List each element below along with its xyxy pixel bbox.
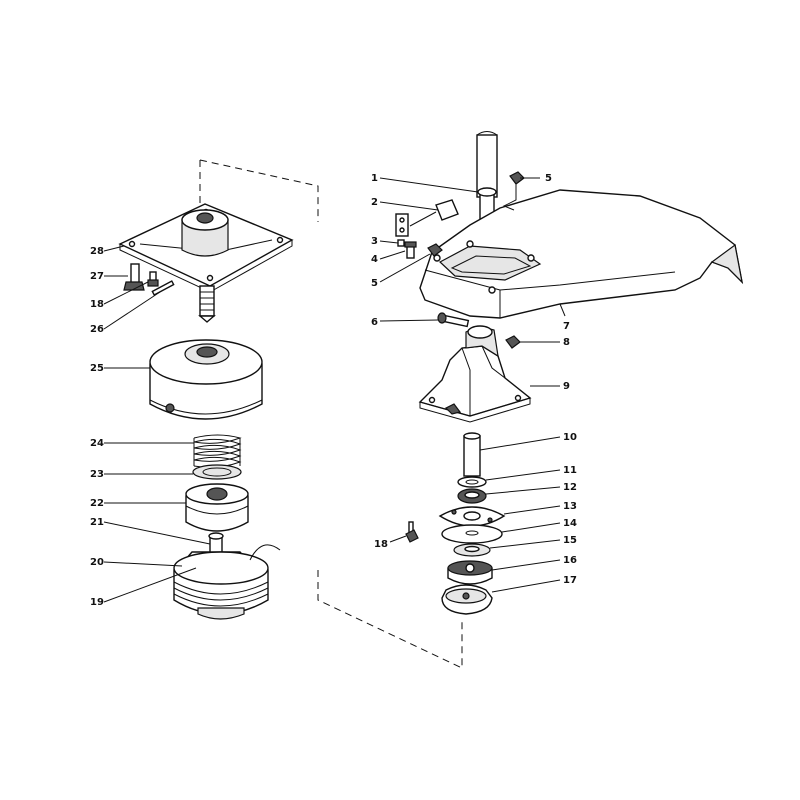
part-3-screw (397, 239, 405, 247)
part-24-spring (193, 434, 242, 468)
part-5-bolt-left (427, 243, 443, 257)
callout-9: 9 (563, 381, 570, 392)
part-23-ring (192, 464, 242, 480)
part-18-screw-right (405, 521, 419, 543)
part-13-plate (438, 506, 506, 527)
callout-21: 21 (90, 517, 104, 528)
part-4-screw (404, 241, 417, 259)
callout-5-left: 5 (371, 278, 378, 289)
callout-27: 27 (90, 271, 104, 282)
leader-lines (103, 177, 566, 603)
callout-22: 22 (90, 498, 104, 509)
assembly-guide-lines (199, 159, 463, 669)
callout-16: 16 (563, 555, 577, 566)
callout-28: 28 (90, 246, 104, 257)
callout-12: 12 (563, 482, 577, 493)
part-10-drive-shaft (463, 432, 481, 477)
callout-18-right: 18 (374, 539, 388, 550)
part-6-bolt (437, 312, 470, 328)
part-26-pin (151, 280, 175, 296)
part-27-bolt (123, 263, 145, 291)
callout-11: 11 (563, 465, 577, 476)
callout-1: 1 (371, 173, 378, 184)
part-17-cup (441, 584, 493, 615)
callout-24: 24 (90, 438, 104, 449)
callout-5-top: 5 (545, 173, 552, 184)
part-19-line-spool (173, 544, 281, 620)
part-16-hub (447, 560, 493, 585)
callout-26: 26 (90, 324, 104, 335)
part-2-bracket (395, 199, 459, 237)
part-8-nut (505, 335, 521, 349)
callout-19: 19 (90, 597, 104, 608)
part-25-cover (149, 339, 263, 420)
callout-6: 6 (371, 317, 378, 328)
part-21-spindle (208, 532, 224, 555)
callout-labels: 1 2 3 4 5 5 6 7 8 9 10 11 12 13 14 15 16… (90, 173, 577, 608)
part-9-gear-housing (418, 325, 532, 423)
callout-7: 7 (563, 321, 570, 332)
part-22-spool-cup (185, 483, 249, 532)
callout-25: 25 (90, 363, 104, 374)
callout-3: 3 (371, 236, 378, 247)
callout-2: 2 (371, 197, 378, 208)
part-14-disc (441, 524, 503, 544)
callout-10: 10 (563, 432, 577, 443)
callout-20: 20 (90, 557, 104, 568)
callout-4: 4 (371, 254, 378, 265)
part-28-mounting-plate (118, 203, 294, 323)
drive-shaft-tube (476, 131, 498, 198)
part-11-washer (457, 476, 487, 488)
part-15-washer (453, 543, 491, 557)
part-18-screw-left (147, 271, 159, 287)
callout-17: 17 (563, 575, 577, 586)
callout-23: 23 (90, 469, 104, 480)
callout-14: 14 (563, 518, 577, 529)
callout-13: 13 (563, 501, 577, 512)
part-7-guard-shield (419, 189, 744, 319)
callout-8: 8 (563, 337, 570, 348)
callout-15: 15 (563, 535, 577, 546)
part-12-bearing (457, 488, 487, 504)
callout-18-left: 18 (90, 299, 104, 310)
